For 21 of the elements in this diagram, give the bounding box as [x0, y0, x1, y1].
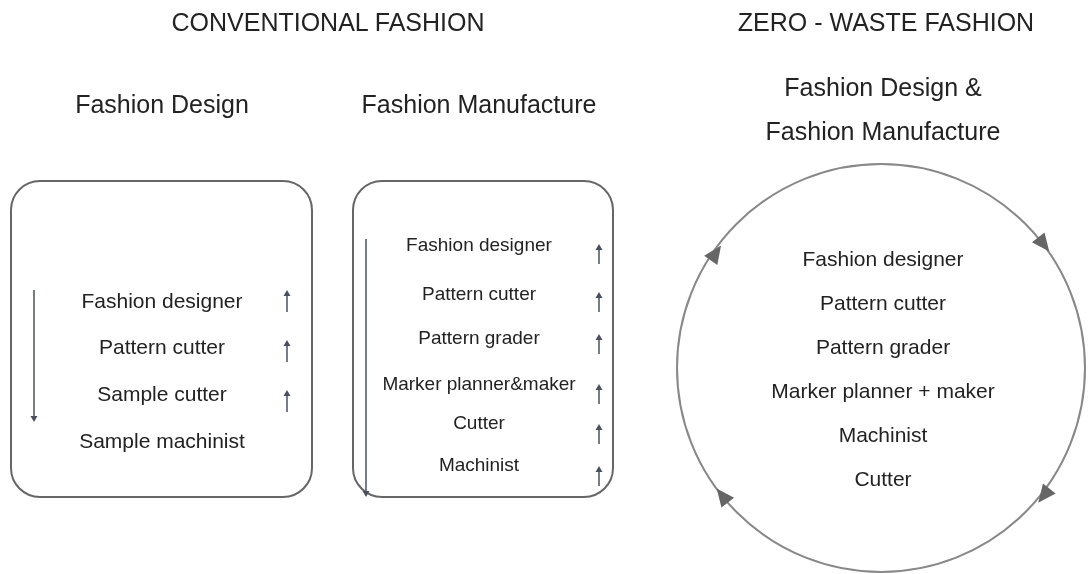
role-text: Sample cutter — [97, 382, 227, 406]
role-text: Machinist — [838, 423, 928, 447]
role-text: Machinist — [438, 454, 520, 476]
section-heading: CONVENTIONAL FASHION — [171, 8, 485, 37]
role-text: Pattern cutter — [819, 291, 947, 315]
role-text: Marker planner&maker — [382, 373, 576, 395]
role-text: Pattern grader — [418, 327, 540, 349]
section-heading: ZERO - WASTE FASHION — [737, 8, 1035, 37]
role-text: Fashion designer — [81, 289, 243, 313]
role-text: Cutter — [453, 412, 505, 434]
role-text: Fashion designer — [406, 234, 552, 256]
role-text: Sample machinist — [79, 429, 245, 453]
column-heading: Fashion Design & Fashion Manufacture — [764, 72, 1002, 147]
role-text: Fashion designer — [802, 247, 964, 271]
column-heading: Fashion Manufacture — [360, 89, 598, 120]
role-text: Pattern cutter — [98, 335, 226, 359]
role-text: Pattern grader — [815, 335, 951, 359]
role-text: Pattern cutter — [421, 283, 537, 305]
column-heading: Fashion Design — [74, 89, 250, 120]
role-text: Cutter — [854, 467, 912, 491]
role-text: Marker planner + maker — [771, 379, 995, 403]
